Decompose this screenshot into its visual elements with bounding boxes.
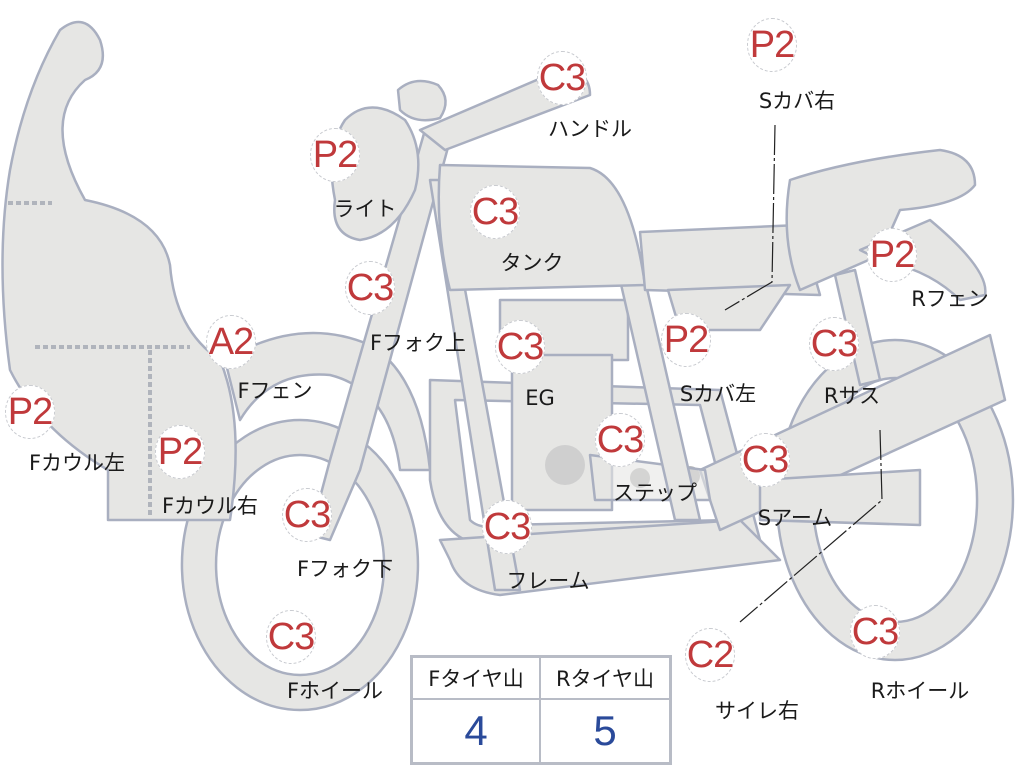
grade-badge: C3 [595,413,645,467]
leader-line-muffler [739,429,883,623]
part-label: Sアーム [757,506,833,530]
grade-badge: A2 [206,315,256,369]
part-label: フレーム [506,569,590,593]
part-label: Fホイール [286,679,384,703]
part-label: タンク [500,251,564,275]
grade-badge: P2 [747,18,797,72]
part-label: Rホイール [870,679,970,703]
part-label: Rサス [823,384,881,408]
part-label: Fカウル右 [161,494,259,518]
rear-tire-header: Rタイヤ山 [541,658,669,700]
part-label: ハンドル [548,117,632,141]
grade-badge: C3 [495,320,545,374]
tail-cowl [785,148,977,292]
part-label: ライト [333,197,397,221]
part-label: Sカバ右 [758,89,836,113]
grade-badge: C3 [850,605,900,659]
part-label: Fフェン [237,379,313,403]
grade-badge: C3 [282,488,332,542]
front-tire-header: Fタイヤ山 [413,658,541,700]
part-label: サイレ右 [715,699,799,723]
part-label: ステップ [613,481,697,505]
grade-badge: P2 [155,425,205,479]
part-label: Fフォク上 [369,331,467,355]
leader-line-scover-right [724,124,776,311]
grade-badge: P2 [5,385,55,439]
part-label: Rフェン [911,287,989,311]
grade-badge: P2 [867,228,917,282]
grade-badge: C3 [470,185,520,239]
tire-tread-table: Fタイヤ山 Rタイヤ山 4 5 [410,655,672,765]
part-label: EG [525,386,555,410]
part-label: Fカウル左 [28,451,126,475]
grade-badge: C2 [685,628,735,682]
grade-badge: C3 [809,317,859,371]
grade-badge: C3 [482,500,532,554]
part-label: Fフォク下 [296,557,394,581]
grade-badge: C3 [266,610,316,664]
rear-tire-value: 5 [593,707,617,754]
seat [638,223,822,297]
grade-badge: C3 [740,433,790,487]
grade-badge: C3 [345,261,395,315]
grade-badge: C3 [537,51,587,105]
grade-badge: P2 [310,128,360,182]
front-tire-value: 4 [413,700,541,762]
grade-badge: P2 [661,313,711,367]
part-label: Sカバ左 [679,382,757,406]
